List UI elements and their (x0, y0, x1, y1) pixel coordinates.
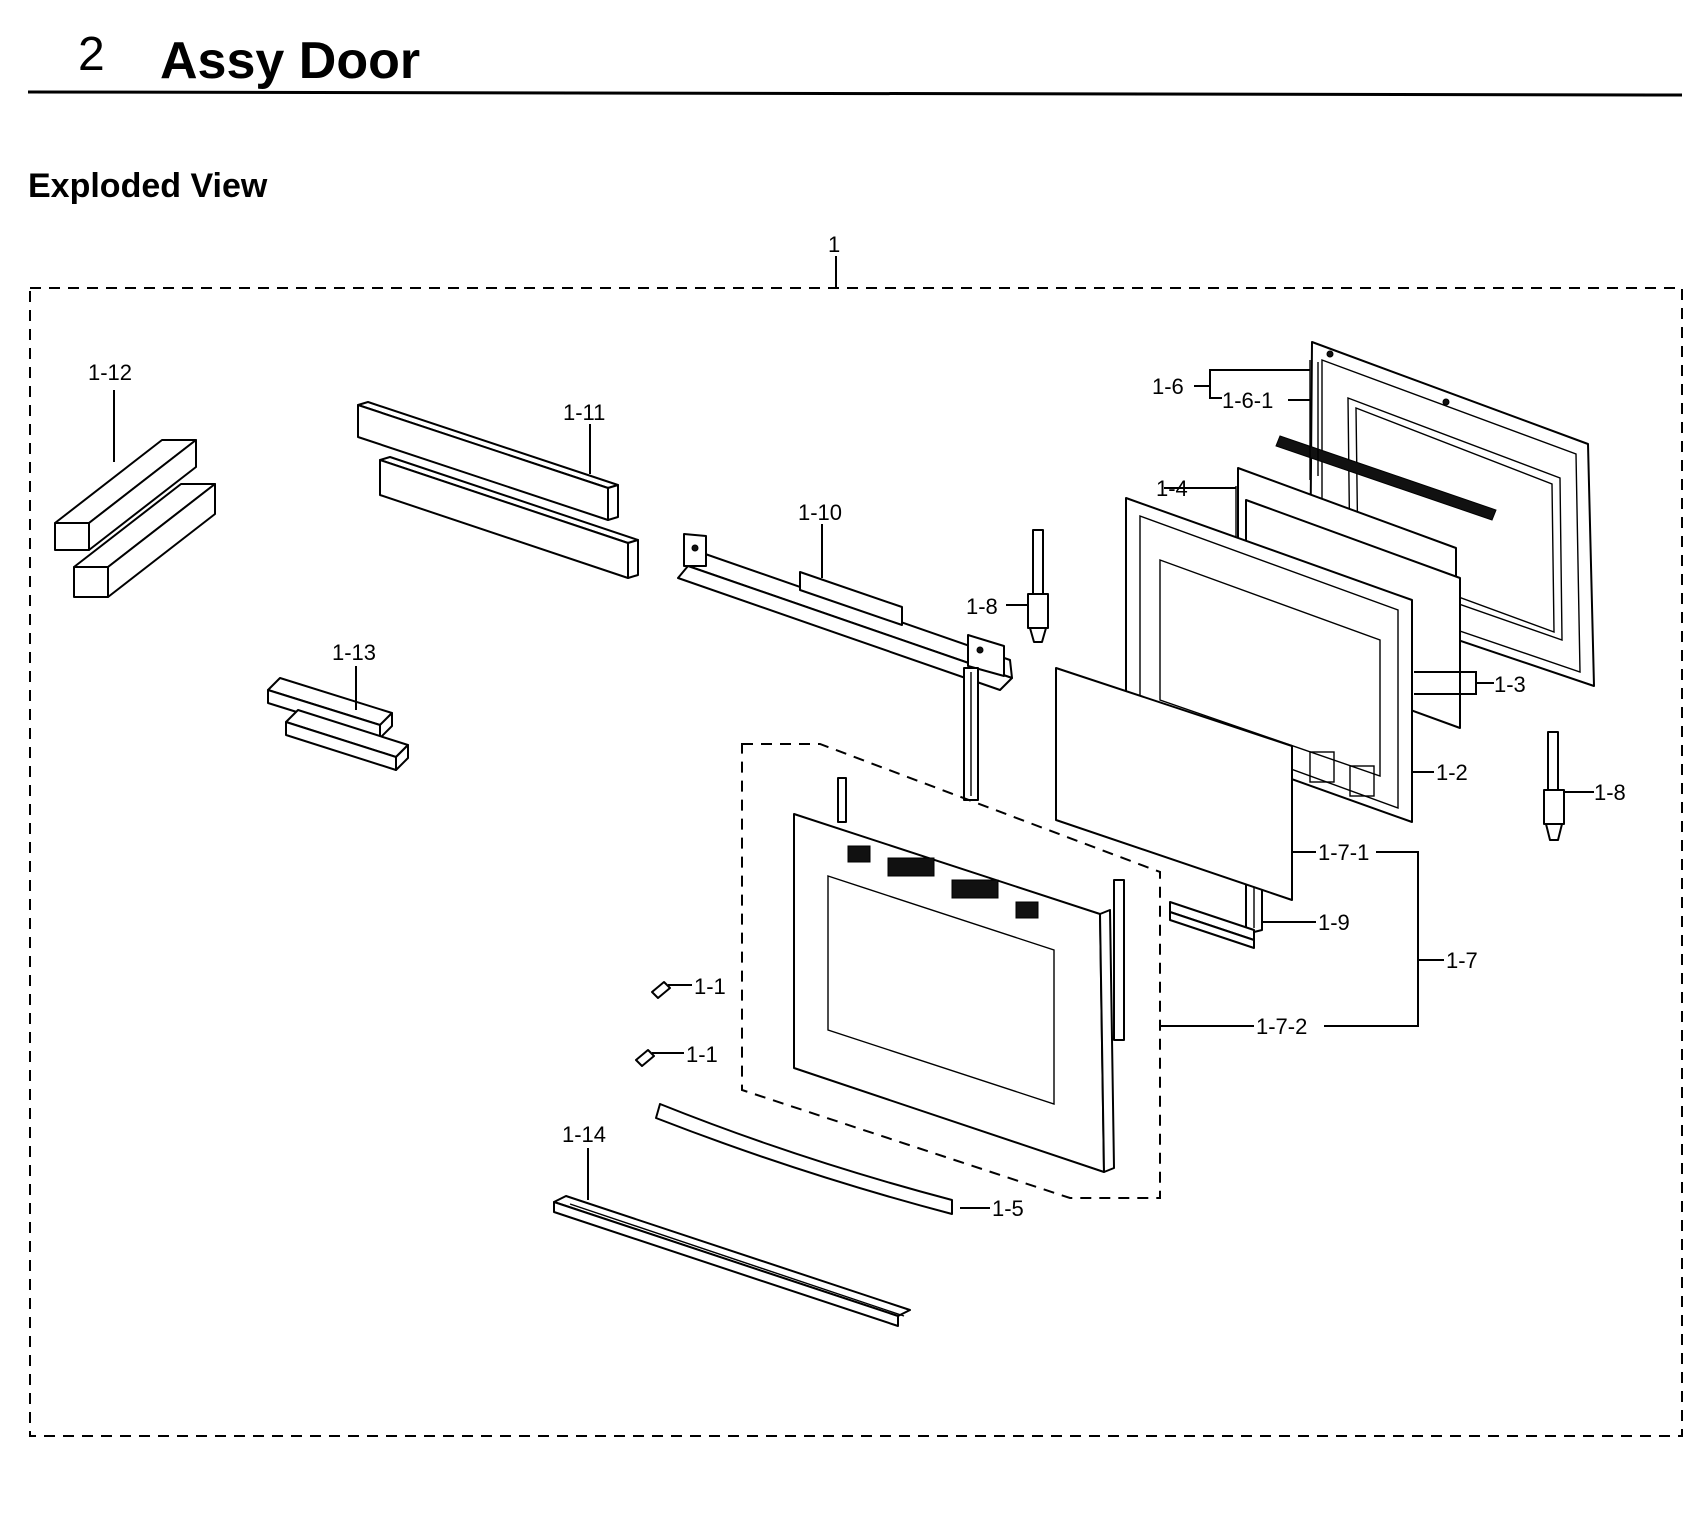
section-number: 2 (78, 28, 105, 81)
part-1-12-insulation-blocks (54, 390, 216, 598)
callout-1-8-left: 1-8 (966, 594, 998, 619)
part-1-7-1-middle-glass (1055, 667, 1293, 901)
sub-assembly-boundary (741, 743, 1161, 1199)
part-1-7-2-outer-door-panel (793, 777, 1125, 1173)
leader-1-6 (1194, 369, 1310, 401)
callout-1-6: 1-6 (1152, 374, 1184, 399)
callout-1-10: 1-10 (798, 500, 842, 525)
callout-1-12: 1-12 (88, 360, 132, 385)
assembly-boundary (29, 256, 1683, 1437)
callout-1-7: 1-7 (1446, 948, 1478, 973)
callout-1-14: 1-14 (562, 1122, 606, 1147)
callout-1-6-1: 1-6-1 (1222, 388, 1273, 413)
callout-1-1-upper: 1-1 (694, 974, 726, 999)
callout-1-13: 1-13 (332, 640, 376, 665)
part-1-5-handle (655, 1103, 990, 1215)
callout-1-7-2: 1-7-2 (1256, 1014, 1307, 1039)
part-1-1-screw-lower (635, 1049, 684, 1067)
callout-1-8-right: 1-8 (1594, 780, 1626, 805)
part-1-10-top-channel (677, 524, 1013, 691)
part-1-11-insulation-bars (357, 401, 639, 579)
callout-1-7-1: 1-7-1 (1318, 840, 1369, 865)
leader-1-7-group (1160, 851, 1444, 1027)
section-title: Assy Door (160, 32, 420, 90)
callout-1-2: 1-2 (1436, 760, 1468, 785)
part-1-14-bottom-trim (553, 1148, 911, 1327)
callout-1-11: 1-11 (563, 400, 605, 425)
callout-1-1-lower: 1-1 (686, 1042, 718, 1067)
callout-1: 1 (828, 232, 840, 257)
subtitle: Exploded View (28, 167, 268, 205)
callout-1-9: 1-9 (1318, 910, 1350, 935)
part-1-13-small-insulation (267, 666, 409, 771)
callout-1-3: 1-3 (1494, 672, 1526, 697)
part-1-8-hinge-left (1006, 529, 1049, 643)
callout-1-4: 1-4 (1156, 476, 1188, 501)
part-1-1-screw-upper (651, 981, 692, 999)
part-1-8-hinge-right (1543, 731, 1594, 841)
title-rule (27, 90, 1683, 97)
callout-1-5: 1-5 (992, 1196, 1024, 1221)
